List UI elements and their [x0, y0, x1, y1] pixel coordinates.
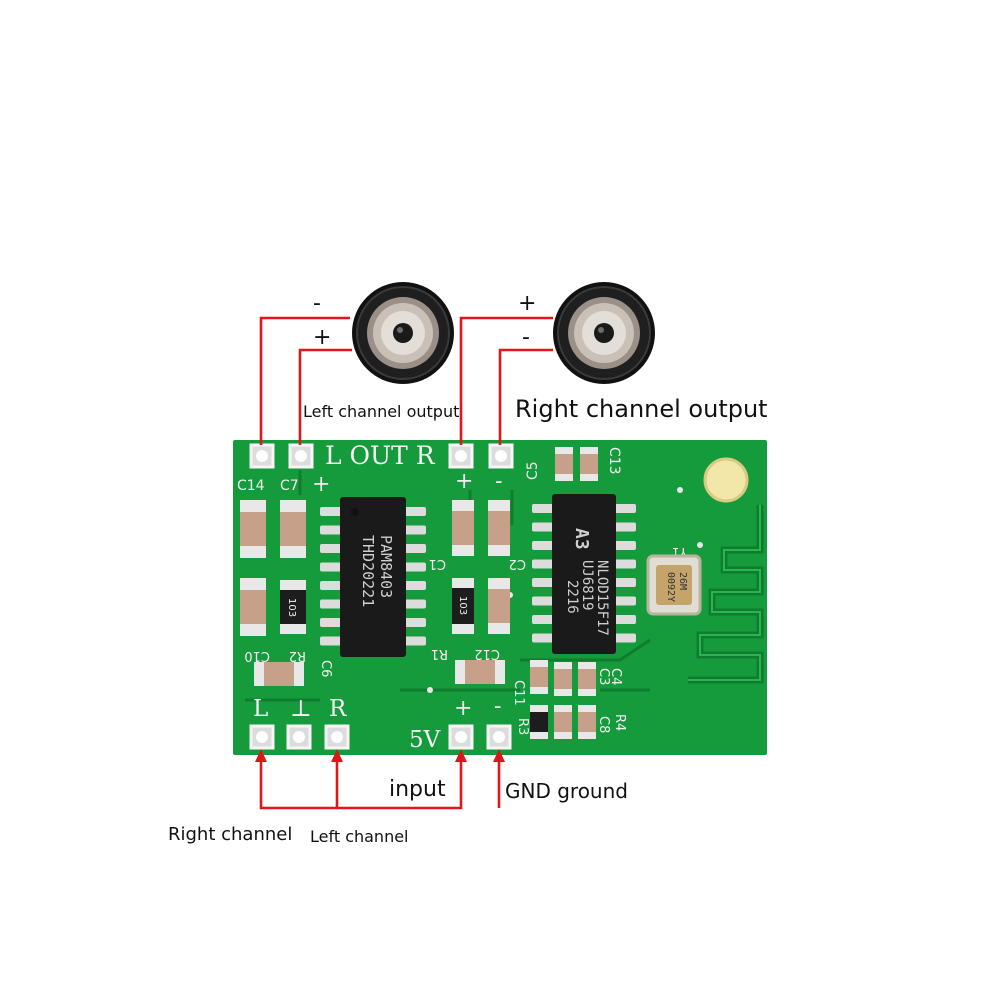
smd-components: 103 103: [240, 447, 598, 739]
ref-c5: C5: [525, 461, 541, 480]
ic-pin: [404, 544, 426, 553]
ic-pin: [614, 541, 636, 550]
ic-pin: [532, 615, 554, 624]
ref-c8: C8: [596, 716, 611, 733]
ref-c1: C1: [429, 556, 446, 571]
plus-mid-mark: +: [455, 469, 473, 494]
ref-c12: C12: [474, 646, 500, 661]
right-plus-mark: +: [518, 291, 536, 316]
crystal-label-2: 0092Y: [665, 572, 676, 602]
left-minus-mark: -: [313, 291, 321, 316]
input-L-label: L: [253, 696, 268, 722]
minus-mid-mark: -: [495, 469, 502, 494]
ic-pin: [320, 636, 342, 646]
ic-pin: [614, 633, 636, 643]
ic-pin: [532, 504, 554, 513]
ic-pin: [532, 578, 554, 587]
left-channel-output-label: Left channel output: [303, 402, 459, 421]
right-minus-mark: -: [522, 325, 530, 350]
ref-c6: C6: [318, 660, 333, 677]
chip1-date-code: THD20221: [359, 535, 377, 607]
chip2-line2: UJ6819: [579, 560, 595, 611]
pam8403-chip: PAM8403 THD20221: [320, 497, 426, 657]
ic-pin: [404, 599, 426, 609]
ic-pin: [404, 562, 426, 572]
chip2-logo: A3: [571, 528, 592, 550]
gnd-ground-label: GND ground: [505, 779, 628, 803]
input-minus-mark: -: [494, 694, 501, 719]
ic-pin: [614, 578, 636, 587]
input-pads: [249, 724, 512, 750]
ref-c7: C7: [280, 478, 299, 494]
left-plus-mark: +: [313, 325, 331, 350]
ic-pin: [614, 615, 636, 624]
right-channel-output-label: Right channel output: [515, 395, 768, 423]
ref-c4: C4: [608, 668, 623, 685]
right-channel-input-label: Right channel: [168, 824, 292, 845]
ic-pin: [320, 581, 342, 590]
ic-pin: [614, 559, 636, 569]
crystal-label: 26M: [677, 572, 688, 590]
left-speaker: [352, 282, 454, 384]
left-channel-input-label: Left channel: [310, 827, 409, 846]
input-5v-label: 5V: [409, 727, 441, 753]
ic-pin: [320, 544, 342, 553]
ic-pin: [532, 541, 554, 550]
ref-c13: C13: [606, 447, 622, 475]
input-R-label: R: [329, 696, 347, 722]
input-gnd-label: ⊥: [290, 696, 312, 722]
ic-pin: [532, 596, 554, 606]
ic-pin: [404, 581, 426, 590]
resistor-code: 103: [286, 598, 297, 617]
ref-c10: C10: [244, 648, 270, 663]
ref-r4: R4: [612, 714, 627, 731]
ref-r3: R3: [515, 718, 530, 735]
ref-c14: C14: [237, 478, 265, 494]
ic-pin: [404, 636, 426, 646]
ic-pin: [614, 504, 636, 513]
resistor-code-2: 103: [457, 596, 468, 615]
chip2-line1: NLOD15F17: [594, 560, 610, 636]
input-plus-mark: +: [454, 696, 472, 721]
ic-pin: [320, 525, 342, 535]
ref-r2: R2: [289, 648, 306, 663]
chip1-part-number: PAM8403: [377, 535, 395, 598]
bluetooth-chip: A3 NLOD15F17 UJ6819 2216: [532, 494, 636, 654]
ref-c2: C2: [509, 556, 526, 571]
output-wiring: [259, 316, 553, 445]
input-wiring: [255, 749, 505, 810]
right-speaker: [553, 282, 655, 384]
ic-pin: [532, 633, 554, 643]
ic-pin: [404, 618, 426, 627]
ic-pin: [614, 522, 636, 532]
out-header-label: L OUT R: [325, 441, 436, 470]
ic-pin: [320, 618, 342, 627]
ic-pin: [614, 596, 636, 606]
ic-pin: [532, 559, 554, 569]
ic-pin: [404, 525, 426, 535]
ref-r1: R1: [431, 646, 448, 661]
plus-left-mark: +: [312, 472, 330, 497]
ref-c3: C3: [596, 668, 611, 685]
ic-pin: [404, 507, 426, 516]
chip2-line3: 2216: [564, 580, 580, 614]
ic-pin: [320, 562, 342, 572]
ic-pin: [320, 599, 342, 609]
ref-c11: C11: [511, 680, 526, 706]
ic-pin: [532, 522, 554, 532]
mounting-hole: [703, 457, 749, 503]
crystal-oscillator: 26M 0092Y: [646, 554, 702, 616]
input-label: input: [389, 777, 446, 802]
ic-pin: [320, 507, 342, 516]
